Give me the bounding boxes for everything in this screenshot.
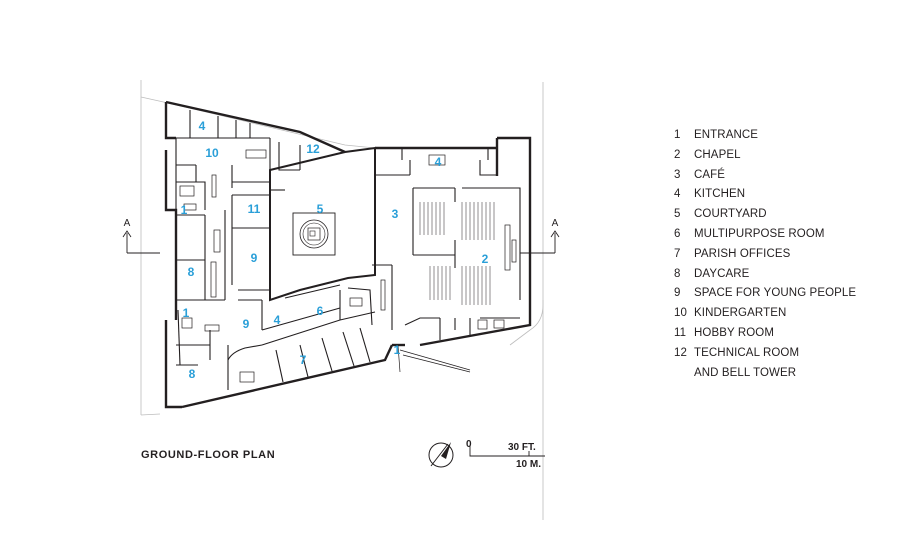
room-label-daycare-north: 8 [188,265,195,279]
legend-number: 8 [674,267,681,280]
room-label-chapel: 2 [482,252,489,266]
scale-bar [469,446,545,457]
courtyard-outline [269,146,376,302]
legend-label: CHAPEL [694,148,741,161]
site-lines [140,80,544,520]
section-mark-left-label: A [124,218,131,229]
room-label-courtyard: 5 [317,202,324,216]
legend-number: 4 [674,188,681,201]
room-label-young-people-south: 9 [243,317,250,331]
plan-details [179,149,517,383]
legend-item: 2 CHAPEL [674,146,894,166]
legend-number: 11 [674,326,687,339]
room-label-kindergarten: 10 [205,146,219,160]
room-label-kitchen-east: 4 [435,155,442,169]
legend-label: PARISH OFFICES [694,247,791,260]
legend-label: CAFÉ [694,168,726,181]
legend-label: KINDERGARTEN [694,307,787,320]
scale-meters: 10 M. [516,459,541,470]
legend-item: 1 ENTRANCE [674,126,894,146]
room-label-entrance-south: 1 [394,343,401,357]
room-label-kitchen-north: 4 [199,119,206,133]
legend-item: 4 KITCHEN [674,185,894,205]
legend-item: 8 DAYCARE [674,265,894,285]
room-label-young-people-north: 9 [251,251,258,265]
room-label-hobby-room: 11 [248,202,261,216]
legend-number: 9 [674,287,681,300]
legend-label: COURTYARD [694,208,767,221]
room-label-daycare-south: 8 [189,367,196,381]
legend-number: 5 [674,208,681,221]
exterior-walls [164,100,532,409]
room-labels: 4 10 12 4 1 11 5 3 9 2 8 6 1 4 9 1 7 8 [181,119,489,381]
section-marker-left [122,230,160,254]
north-arrow-icon [428,442,454,468]
legend-item: 5 COURTYARD [674,205,894,225]
room-label-cafe: 3 [392,207,399,221]
legend: 1 ENTRANCE 2 CHAPEL 3 CAFÉ 4 KITCHEN 5 COURTYARD 6… [674,126,894,383]
room-label-entrance-north: 1 [181,203,188,217]
legend-label: ENTRANCE [694,129,759,141]
legend-number: 2 [674,148,681,161]
legend-number: 7 [674,247,681,260]
scale-feet: 30 FT. [508,442,536,453]
legend-number: 1 [674,129,681,141]
legend-label: SPACE FOR YOUNG PEOPLE [694,287,857,300]
legend-number: 10 [674,307,687,320]
legend-label: DAYCARE [694,267,750,280]
legend-number: 3 [674,168,681,181]
scale-zero: 0 [466,439,472,450]
legend-item: 3 CAFÉ [674,166,894,186]
legend-item: 11 HOBBY ROOM [674,324,894,344]
legend-label: MULTIPURPOSE ROOM [694,227,825,240]
chapel-pews [419,202,495,305]
section-mark-right-label: A [552,218,559,229]
legend-label: TECHNICAL ROOM AND BELL TOWER [694,346,800,379]
legend-item: 6 MULTIPURPOSE ROOM [674,225,894,245]
room-label-parish-offices: 7 [300,353,307,367]
room-label-technical-room: 12 [306,142,320,156]
room-label-multipurpose: 6 [317,304,324,318]
legend-item: 12 TECHNICAL ROOM AND BELL TOWER [674,344,894,384]
room-label-kitchen-south: 4 [274,313,281,327]
legend-label: KITCHEN [694,188,746,201]
section-marker-right [520,230,560,254]
legend-item: 10 KINDERGARTEN [674,304,894,324]
legend-number: 12 [674,346,687,359]
room-label-entrance-west: 1 [183,306,190,320]
legend-number: 6 [674,227,681,240]
legend-item: 9 SPACE FOR YOUNG PEOPLE [674,284,894,304]
plan-title: GROUND-FLOOR PLAN [141,449,276,461]
legend-label: HOBBY ROOM [694,326,775,339]
legend-item: 7 PARISH OFFICES [674,245,894,265]
